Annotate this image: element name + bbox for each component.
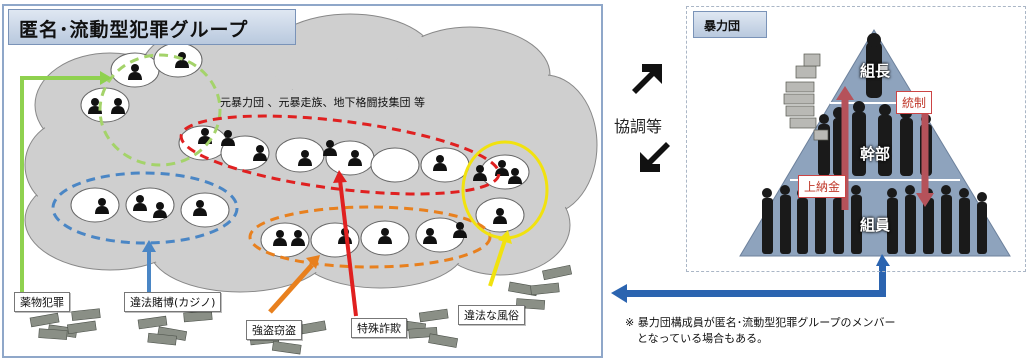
groups-text: 元暴力団 、元暴走族、地下格闘技集団 等 [220, 96, 425, 109]
level-bottom-label: 組員 [860, 216, 891, 234]
cooperation-arrow-up [632, 64, 662, 94]
money-bundles [29, 264, 573, 355]
orange-line [268, 255, 320, 314]
red-dashed-ellipse [179, 114, 501, 196]
money-stack [783, 53, 829, 141]
robbery-label: 強盗窃盗 [246, 320, 302, 340]
right-panel [686, 6, 1026, 272]
footnote: ※ 暴力団構成員が匿名･流動型犯罪グループのメンバー となっている場合もある。 [625, 315, 896, 347]
special-fraud-label: 特殊詐欺 [351, 318, 407, 338]
footnote-line-1: ※ 暴力団構成員が匿名･流動型犯罪グループのメンバー [625, 316, 896, 329]
cooperation-label: 協調等 [614, 117, 663, 136]
footnote-line-2: となっている場合もある。 [637, 332, 769, 345]
cooperation-arrow-down [640, 142, 670, 172]
green-dashed-ellipse [98, 53, 222, 167]
illegal-sex-business-label: 違法な風俗 [458, 305, 525, 325]
person-cloud-blue [70, 187, 230, 228]
control-label: 統制 [896, 91, 933, 114]
drug-crime-label: 薬物犯罪 [14, 292, 70, 312]
blue-line [142, 240, 156, 292]
green-line [20, 71, 112, 292]
orange-dashed-ellipse [248, 205, 492, 269]
level-top-label: 組長 [860, 62, 891, 80]
yellow-line [488, 230, 512, 287]
organization-pyramid [739, 29, 1011, 257]
red-line [333, 170, 358, 317]
illegal-gambling-label: 違法賭博(カジノ) [124, 292, 222, 312]
boryokudan-title: 暴力団 [693, 11, 767, 38]
tribute-label: 上納金 [798, 175, 847, 198]
member-link-arrow [611, 254, 890, 303]
level-middle-label: 幹部 [860, 145, 891, 163]
group-title: 匿名･流動型犯罪グループ [8, 9, 296, 45]
blue-dashed-ellipse [51, 171, 239, 245]
